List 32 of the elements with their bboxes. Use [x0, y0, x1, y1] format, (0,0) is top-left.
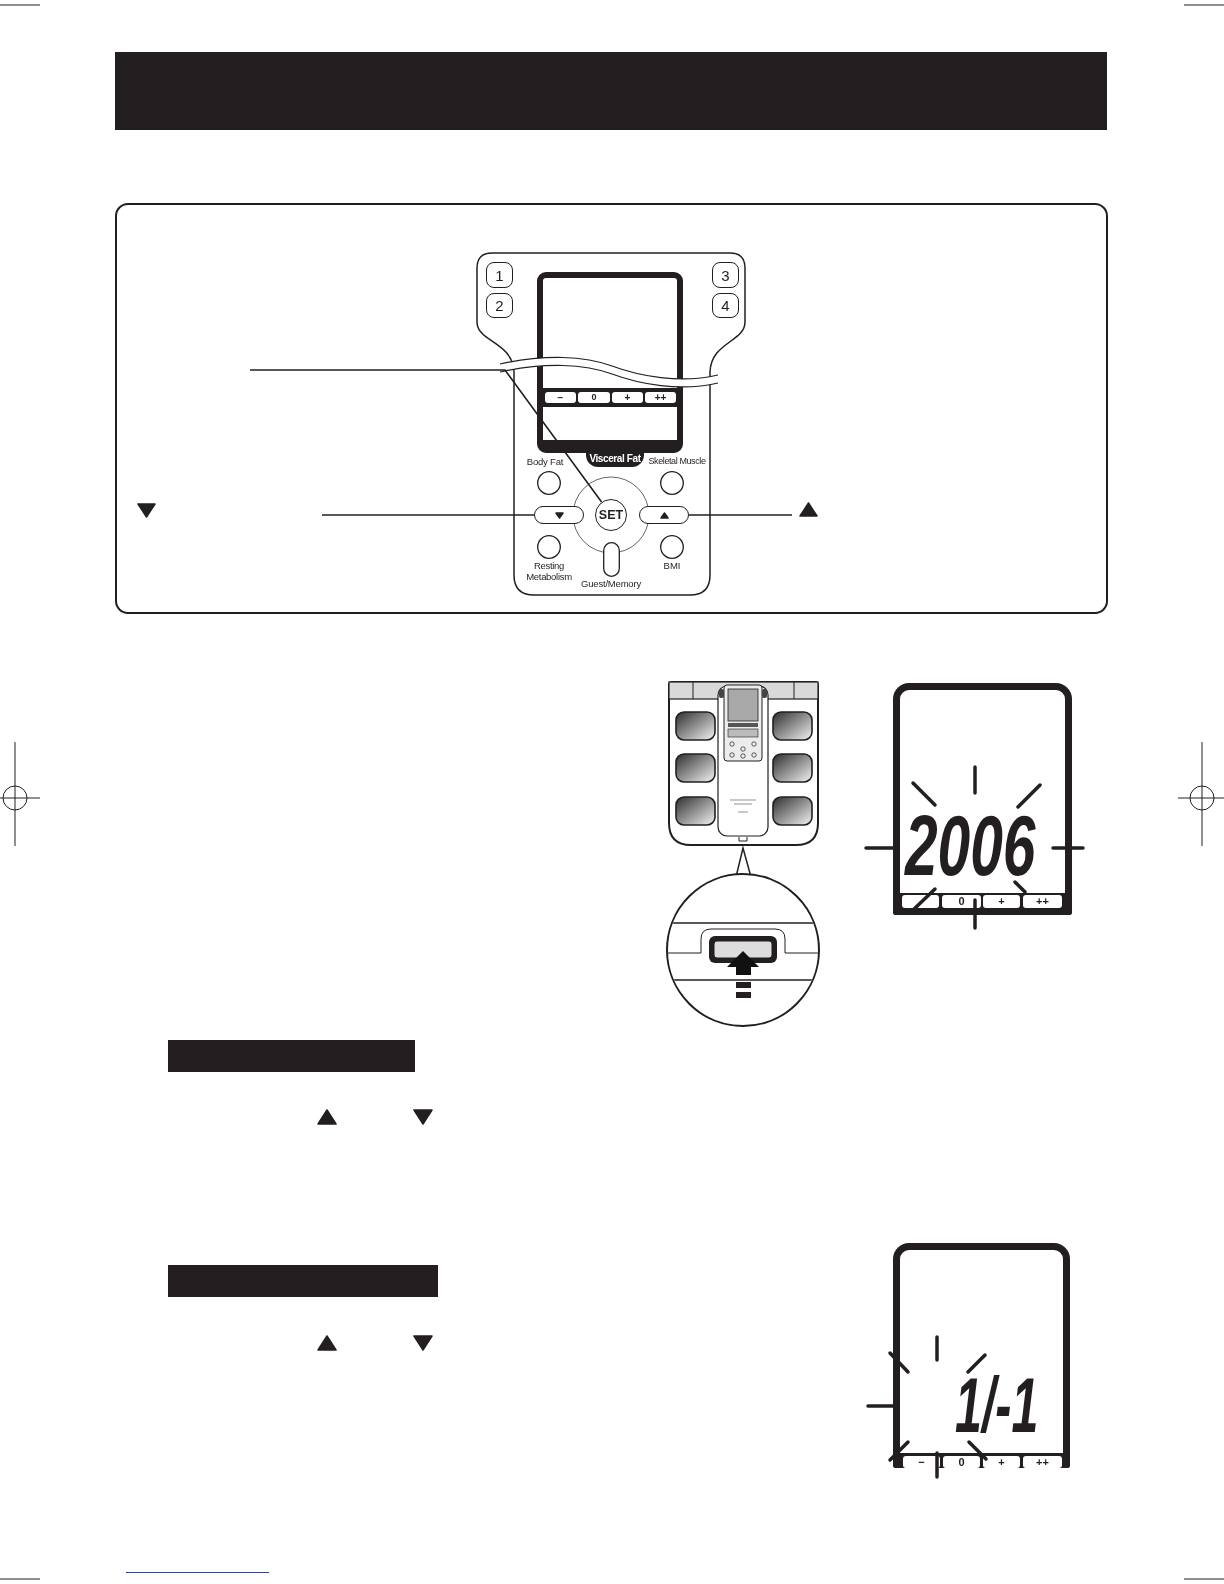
number-key: 1: [486, 262, 513, 288]
indicator-segment: 0: [943, 1456, 980, 1468]
indicator-segment: 0: [578, 392, 610, 403]
button-label: BMI: [663, 560, 681, 571]
button-label: Resting Metabolism: [525, 560, 573, 582]
indicator-segment: ++: [1023, 895, 1062, 908]
indicator-segment: +: [983, 895, 1020, 908]
display-tab: Visceral Fat: [586, 451, 644, 467]
indicator-segment: ++: [1023, 1456, 1062, 1468]
button-label: Body Fat: [526, 456, 564, 467]
title-bar: [115, 52, 1107, 130]
heading-bar: [168, 1040, 415, 1072]
number-key: 4: [712, 293, 739, 318]
indicator-segment: +: [983, 1456, 1020, 1468]
lcd-display: [893, 683, 1072, 915]
indicator-segment: +: [612, 392, 643, 403]
leader-line: [688, 514, 793, 516]
indicator-segment: ++: [645, 392, 676, 403]
lcd-digits: 2006: [905, 812, 1036, 880]
number-key: 3: [712, 262, 739, 288]
heading-bar: [168, 1265, 438, 1297]
leader-line: [249, 369, 603, 503]
arrow-button: [534, 506, 584, 524]
number-key: 2: [486, 293, 513, 318]
lcd-display: [893, 1243, 1070, 1468]
arrow-button: [639, 506, 689, 524]
button-label: Guest/Memory: [581, 578, 641, 589]
lcd-digits: 1/-1: [955, 1374, 1039, 1437]
indicator-segment: −: [545, 392, 576, 403]
indicator-segment: 0: [942, 895, 981, 908]
leader-line: [321, 514, 535, 516]
button-label: Skeletal Muscle: [648, 456, 706, 467]
